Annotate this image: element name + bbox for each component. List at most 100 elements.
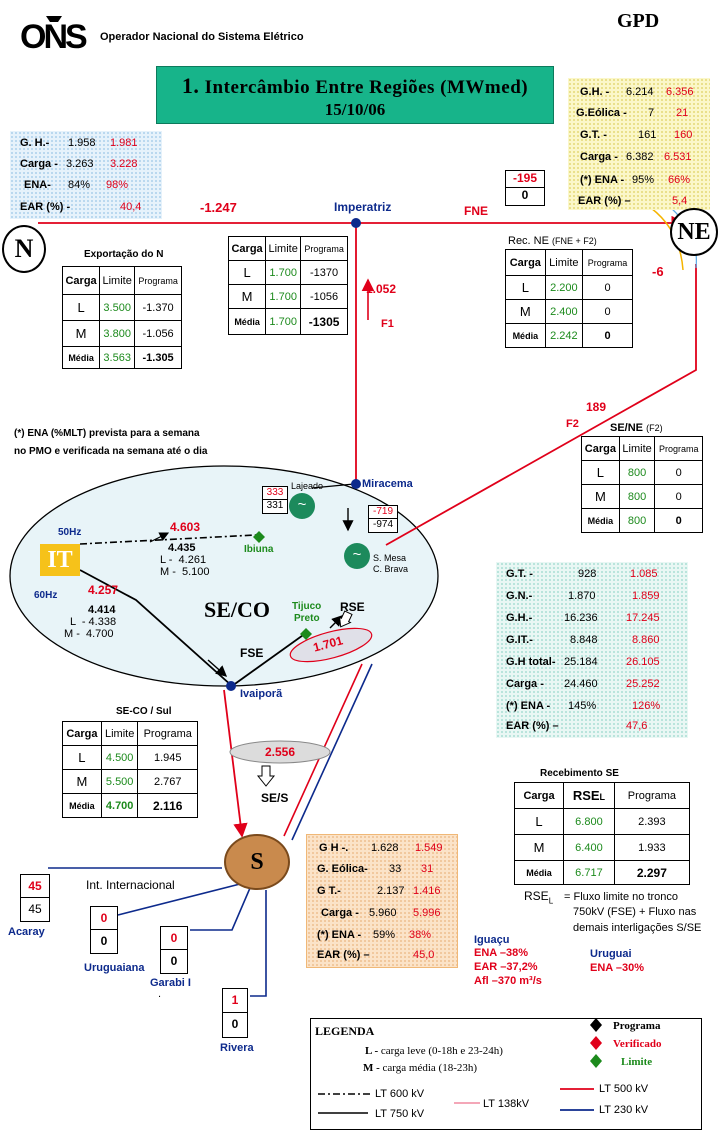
cell-limite: 1.700 bbox=[265, 284, 302, 309]
legend-m-key: M - bbox=[363, 1062, 380, 1074]
cell-limite: 3.800 bbox=[99, 320, 136, 347]
s-carga-value: 5.960 bbox=[369, 907, 397, 919]
cell-carga: L bbox=[513, 808, 565, 835]
legend-verificado-diamond bbox=[590, 1036, 602, 1050]
rivera-label: Rivera bbox=[220, 1042, 254, 1054]
f1-label: F1 bbox=[381, 318, 394, 330]
cell-programa: -1.370 bbox=[134, 294, 182, 321]
smesa-verified: -719 bbox=[369, 506, 397, 519]
rse-hollow-arrow bbox=[338, 610, 353, 628]
legend-lt500: LT 500 kV bbox=[599, 1083, 649, 1095]
cell-limite: 4.700 bbox=[100, 793, 139, 818]
th-carga: Carga bbox=[505, 249, 546, 276]
fne-box-verified: -195 bbox=[506, 171, 544, 188]
cell-carga: L bbox=[62, 745, 102, 770]
th-limite: Limite bbox=[265, 236, 302, 261]
smesa-label: S. Mesa bbox=[373, 553, 407, 563]
cell-programa: 0 bbox=[654, 484, 703, 509]
ne-carga-value: 6.382 bbox=[626, 151, 654, 163]
cell-carga: M bbox=[513, 834, 565, 861]
n-carga-label: Carga - bbox=[20, 158, 58, 170]
seco-gt-verified: 1.085 bbox=[630, 568, 658, 580]
s-gh-verified: 1.549 bbox=[415, 842, 443, 854]
cell-programa: -1.305 bbox=[134, 346, 182, 369]
export-n-caption: Exportação do N bbox=[84, 249, 164, 260]
ne-gh-value: 6.214 bbox=[626, 86, 654, 98]
s-gt-value: 2.137 bbox=[377, 885, 405, 897]
th-rse-sub: L bbox=[599, 792, 606, 802]
th-carga: Carga bbox=[581, 436, 620, 461]
uruguaiana-programa: 0 bbox=[100, 934, 108, 948]
seco-ena-value: 145% bbox=[568, 700, 597, 712]
ne-gt-value: 161 bbox=[638, 129, 657, 141]
seco-ena-label: (*) ENA - bbox=[506, 700, 551, 712]
legend-m-text: carga média (18-23h) bbox=[382, 1062, 478, 1074]
cell-programa: 0 bbox=[582, 299, 633, 324]
ivaipora-tijuco-750kv bbox=[231, 632, 307, 687]
cell-limite: 800 bbox=[618, 460, 656, 485]
tijuco-limite-diamond bbox=[300, 628, 312, 640]
sene-caption-small: (F2) bbox=[646, 423, 663, 433]
cell-programa: 0 bbox=[654, 460, 703, 485]
ne-geol-verified: 21 bbox=[676, 107, 689, 119]
cell-carga: Média bbox=[513, 860, 565, 885]
cell-programa: -1056 bbox=[300, 284, 348, 309]
garabi-box: 0 0 bbox=[160, 926, 188, 974]
acaray-verified: 45 bbox=[21, 875, 49, 898]
cell-limite: 1.700 bbox=[265, 260, 302, 285]
s-uruguaiana-line bbox=[117, 883, 241, 916]
f1-value: 1.052 bbox=[366, 282, 397, 296]
ne-gh-verified: 6.356 bbox=[666, 86, 694, 98]
garabi-label: Garabi I bbox=[150, 977, 191, 989]
lajeado-label: Lajeado bbox=[291, 481, 324, 491]
garabi-programa: 0 bbox=[170, 954, 178, 968]
cbrava-label: C. Brava bbox=[373, 564, 409, 574]
uruguaiana-box: 0 0 bbox=[90, 906, 118, 954]
it50-limite-l: L - 4.261 bbox=[160, 554, 207, 566]
seco-ght-verified: 26.105 bbox=[626, 656, 660, 668]
s-geol-value: 33 bbox=[389, 863, 402, 875]
rse-note-symbol: RSEL bbox=[524, 889, 553, 905]
s-rivera-line bbox=[250, 890, 267, 997]
legend-limite: Limite bbox=[621, 1056, 653, 1068]
gpd-label: GPD bbox=[617, 10, 660, 32]
th-programa: Programa bbox=[134, 266, 182, 295]
north-info-box: G. H.- 1.958 1.981 Carga - 3.263 3.228 E… bbox=[10, 131, 162, 219]
th-programa: Programa bbox=[613, 782, 691, 809]
rivera-verified: 1 bbox=[223, 989, 247, 1013]
iguacu-ena: ENA –38% bbox=[474, 947, 529, 959]
cell-limite: 6.800 bbox=[563, 808, 615, 835]
ses-ellipse bbox=[229, 740, 331, 764]
th-programa: Programa bbox=[137, 721, 198, 746]
ne-flow-minus6: -6 bbox=[652, 264, 664, 279]
ne-ena-label: (*) ENA - bbox=[580, 174, 625, 186]
ne-gt-label: G.T. - bbox=[580, 129, 607, 141]
rse-note-sym: RSE bbox=[524, 889, 549, 903]
miracema-node bbox=[351, 479, 361, 489]
rse-ellipse bbox=[289, 627, 373, 663]
seco-gn-label: G.N.- bbox=[506, 590, 533, 602]
seco-git-label: G.IT.- bbox=[506, 634, 533, 646]
sene-caption-main: SE/NE bbox=[610, 422, 644, 434]
page-title: Intercâmbio Entre Regiões (MWmed) bbox=[204, 77, 529, 98]
legend-limite-diamond bbox=[590, 1054, 602, 1068]
fne-box: -195 0 bbox=[505, 170, 545, 206]
ne-ear-verified: 5,4 bbox=[672, 195, 688, 207]
ivaipora-label: Ivaiporã bbox=[240, 688, 283, 700]
seco-info-box: G.T. - 928 1.085 G.N.- 1.870 1.859 G.H.-… bbox=[496, 562, 688, 738]
cell-programa: 2.767 bbox=[137, 769, 198, 794]
receb-se-caption: Recebimento SE bbox=[540, 768, 619, 779]
cell-limite: 2.242 bbox=[544, 323, 584, 348]
lajeado-link bbox=[311, 483, 355, 489]
th-programa: Programa bbox=[300, 236, 348, 261]
imperatriz-label: Imperatriz bbox=[334, 200, 392, 214]
cell-limite: 3.500 bbox=[99, 294, 136, 321]
it50-flow-verified: 4.603 bbox=[170, 520, 201, 534]
cell-carga: Média bbox=[505, 323, 546, 348]
cell-carga: Média bbox=[62, 793, 102, 818]
seco-ear-label: EAR (%) – bbox=[506, 720, 559, 732]
th-limite: Limite bbox=[100, 721, 139, 746]
seco-ght-value: 25.184 bbox=[564, 656, 598, 668]
legend-l-row: L - carga leve (0-18h e 23-24h) bbox=[365, 1045, 503, 1057]
